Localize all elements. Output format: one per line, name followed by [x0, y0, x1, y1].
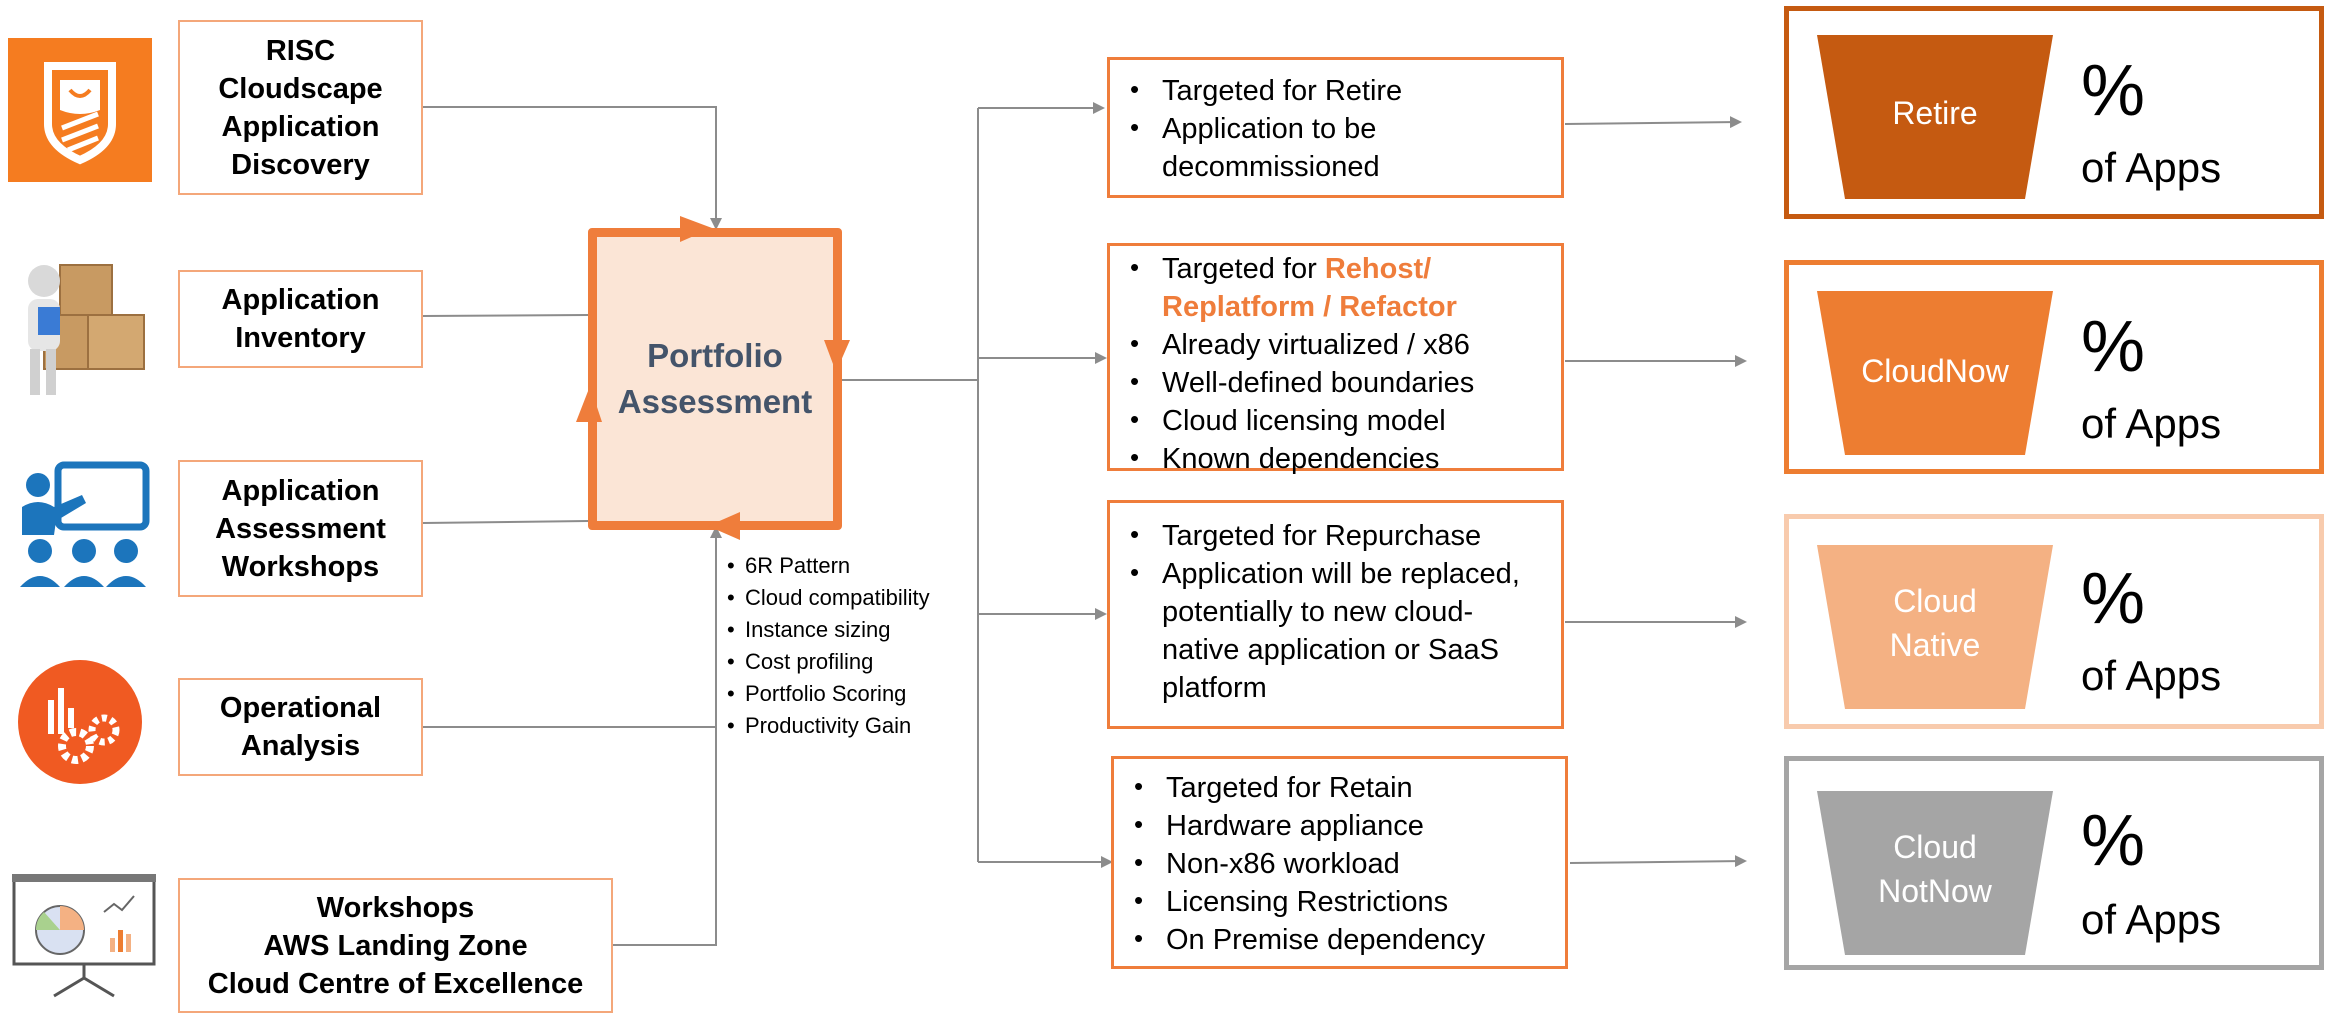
outcome-retire-item: Application to be decommissioned: [1122, 108, 1543, 186]
result-cloud-notnow: Cloud NotNow % of Apps: [1784, 756, 2324, 970]
result-cloudnow: CloudNow % of Apps: [1784, 260, 2324, 474]
connector-retire-result: [1564, 116, 1742, 129]
source-risc-cloudscape: RISC Cloudscape Application Discovery: [178, 20, 423, 195]
criteria-item: Cloud compatibility: [727, 582, 997, 614]
outcome-retain-item: Licensing Restrictions: [1126, 881, 1547, 921]
outcome-rehost-item: Already virtualized / x86: [1122, 324, 1543, 364]
criteria-item: Instance sizing: [727, 614, 997, 646]
connector-source3: [422, 520, 589, 524]
result-cloud-notnow-label: Cloud NotNow: [1878, 829, 1992, 909]
outcome-rehost-item: Known dependencies: [1122, 438, 1543, 478]
result-retire-trapezoid: [1817, 35, 2053, 199]
cycle-arrow-right: [824, 340, 850, 372]
result-cloud-notnow-percent: %: [2081, 801, 2146, 881]
result-cloud-native-trapezoid: [1817, 545, 2053, 709]
result-cloudnow-of-apps: of Apps: [2081, 400, 2222, 447]
analytics-gears-icon: [18, 660, 142, 784]
criteria-item: Cost profiling: [727, 646, 997, 678]
criteria-item: Portfolio Scoring: [727, 678, 997, 710]
shield-book-icon: [8, 38, 152, 182]
result-retire-label: Retire: [1892, 95, 1978, 131]
connector-retain-result: [1569, 855, 1747, 868]
result-cloudnow-trapezoid: [1817, 291, 2053, 455]
outcome-retain-item: Hardware appliance: [1126, 805, 1547, 845]
result-cloud-native-label: Cloud Native: [1889, 583, 1981, 663]
cycle-arrow-bottom: [708, 512, 740, 540]
result-cloud-native-percent: %: [2081, 559, 2146, 639]
presenter-audience-icon: [12, 455, 152, 595]
source-operational-analysis: Operational Analysis: [178, 678, 423, 776]
outcome-retain-item: Non-x86 workload: [1126, 843, 1547, 883]
result-retire-percent: %: [2081, 51, 2146, 131]
outcome-rehost-item: Well-defined boundaries: [1122, 362, 1543, 402]
result-retire-of-apps: of Apps: [2081, 144, 2222, 191]
outcome-repurchase: Targeted for Repurchase Application will…: [1107, 500, 1564, 729]
result-cloudnow-percent: %: [2081, 307, 2146, 387]
outcome-retire-item: Targeted for Retire: [1122, 70, 1543, 110]
outcome-retain-item: Targeted for Retain: [1126, 767, 1547, 807]
source-assessment-workshops: Application Assessment Workshops: [178, 460, 423, 597]
connector-source2: [422, 314, 589, 317]
result-cloud-notnow-trapezoid: [1817, 791, 2053, 955]
outcome-retain: Targeted for Retain Hardware appliance N…: [1111, 756, 1568, 969]
source-application-inventory: Application Inventory: [178, 270, 423, 368]
result-retire: Retire % of Apps: [1784, 6, 2324, 219]
outcome-rehost: Targeted for Rehost/Replatform / Refacto…: [1107, 243, 1564, 476]
connector-source1: [423, 106, 722, 230]
outcome-retire: Targeted for Retire Application to be de…: [1107, 57, 1564, 198]
result-cloud-native: Cloud Native % of Apps: [1784, 514, 2324, 729]
outcome-repurchase-item: Targeted for Repurchase: [1122, 515, 1543, 555]
result-cloud-notnow-of-apps: of Apps: [2081, 896, 2222, 943]
criteria-item: 6R Pattern: [727, 550, 997, 582]
outcome-rehost-item: Cloud licensing model: [1122, 400, 1543, 440]
presentation-board-icon: [10, 868, 158, 998]
connector-source5: [613, 526, 722, 946]
cycle-arrows: [576, 216, 850, 540]
person-with-boxes-icon: [8, 255, 148, 405]
result-cloudnow-label: CloudNow: [1861, 353, 2009, 389]
cycle-arrow-left: [576, 386, 602, 422]
source-workshops-landing-zone: Workshops AWS Landing Zone Cloud Centre …: [178, 878, 613, 1013]
result-cloud-native-of-apps: of Apps: [2081, 652, 2222, 699]
assessment-criteria-list: 6R Pattern Cloud compatibility Instance …: [727, 550, 997, 742]
outcome-repurchase-item: Application will be replaced, potentiall…: [1122, 553, 1543, 707]
criteria-item: Productivity Gain: [727, 710, 997, 742]
portfolio-assessment-title-line2: Assessment: [617, 383, 813, 420]
portfolio-assessment-title-line1: Portfolio: [647, 337, 783, 374]
outcome-retain-item: On Premise dependency: [1126, 919, 1547, 959]
cycle-arrow-top: [680, 216, 712, 242]
outcome-rehost-heading: Targeted for Rehost/Replatform / Refacto…: [1122, 248, 1543, 326]
